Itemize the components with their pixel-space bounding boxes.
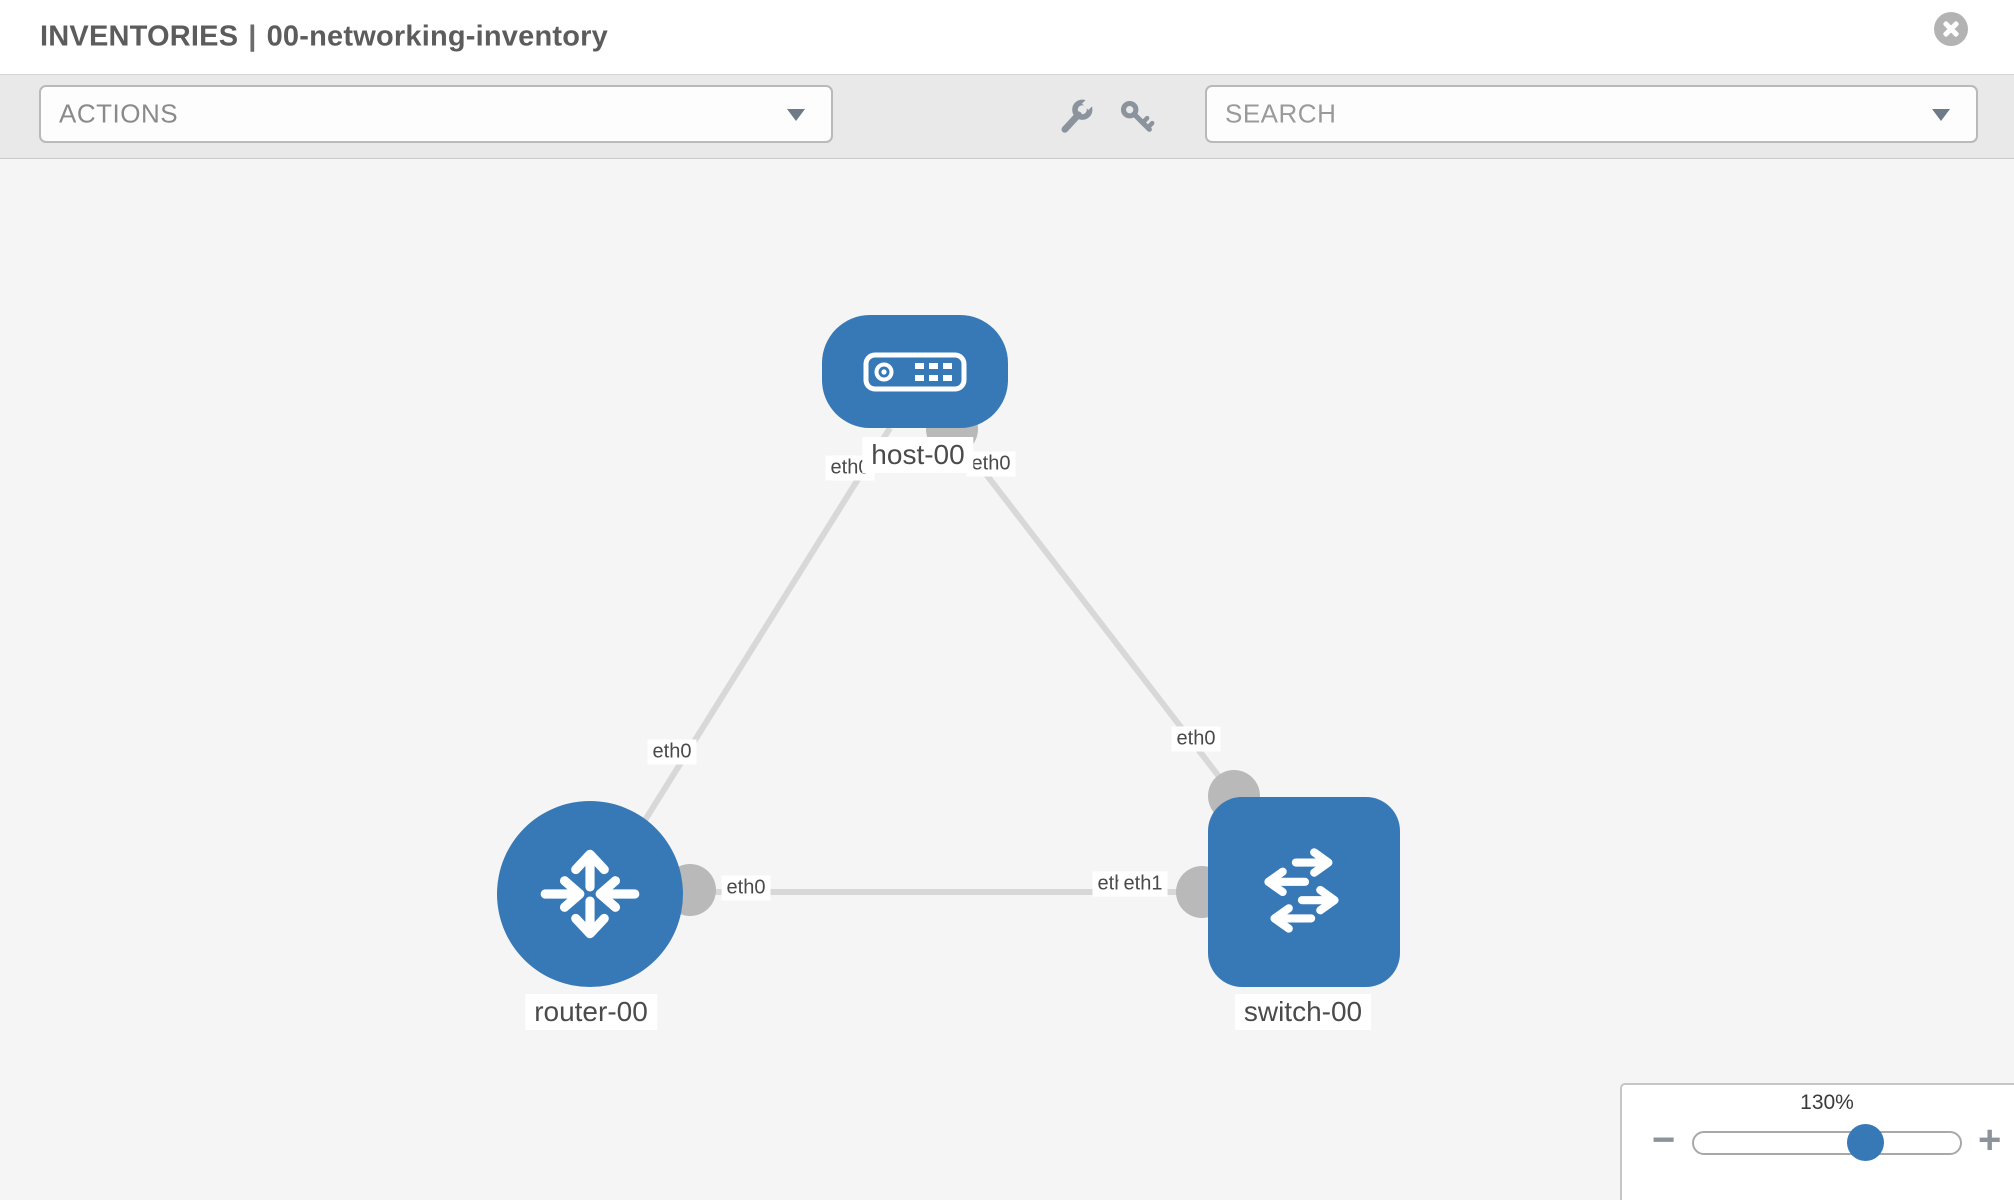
zoom-panel: 130% − + (1620, 1083, 2014, 1200)
inventory-name: 00-networking-inventory (266, 20, 608, 53)
topology-links-layer (594, 403, 1310, 918)
search-dropdown[interactable]: SEARCH (1205, 85, 1978, 143)
interface-label: eth0 (721, 875, 771, 901)
actions-dropdown-label: ACTIONS (59, 98, 179, 129)
breadcrumb-separator: | (248, 20, 257, 53)
node-router-00[interactable] (497, 801, 683, 987)
actions-dropdown[interactable]: ACTIONS (39, 85, 833, 143)
node-label-host: host-00 (862, 437, 974, 473)
interface-label: eth0 (647, 739, 697, 765)
zoom-out-button[interactable]: − (1652, 1117, 1676, 1162)
node-label-switch: switch-00 (1234, 994, 1372, 1030)
header: INVENTORIES | 00-networking-inventory (0, 0, 2014, 75)
router-arrows-icon (540, 849, 640, 939)
node-host-00[interactable] (822, 315, 1008, 428)
key-icon[interactable] (1119, 99, 1155, 135)
chevron-down-icon (1932, 108, 1950, 121)
node-label-router: router-00 (525, 994, 657, 1030)
interface-label: eth0 (966, 451, 1016, 477)
node-switch-00[interactable] (1208, 797, 1400, 987)
wrench-icon[interactable] (1057, 99, 1093, 135)
zoom-slider-track[interactable] (1692, 1131, 1962, 1155)
toolbar: ACTIONS SEARCH (0, 75, 2014, 159)
search-dropdown-label: SEARCH (1225, 98, 1337, 129)
switch-arrows-icon (1264, 848, 1339, 933)
topology-canvas[interactable]: host-00 router-00 switch-00 eth0 eth0 et… (0, 159, 2014, 1200)
close-button[interactable] (1934, 12, 1968, 46)
breadcrumb: INVENTORIES (40, 20, 239, 53)
zoom-slider-handle[interactable] (1847, 1124, 1884, 1161)
interface-label: eth1 (1118, 871, 1168, 897)
page-title: INVENTORIES | 00-networking-inventory (40, 21, 618, 54)
chevron-down-icon (787, 108, 805, 121)
interface-label: eth0 (1171, 726, 1221, 752)
zoom-level-value: 130% (1800, 1091, 1854, 1114)
server-icon (863, 352, 967, 391)
zoom-in-button[interactable]: + (1978, 1117, 2002, 1162)
